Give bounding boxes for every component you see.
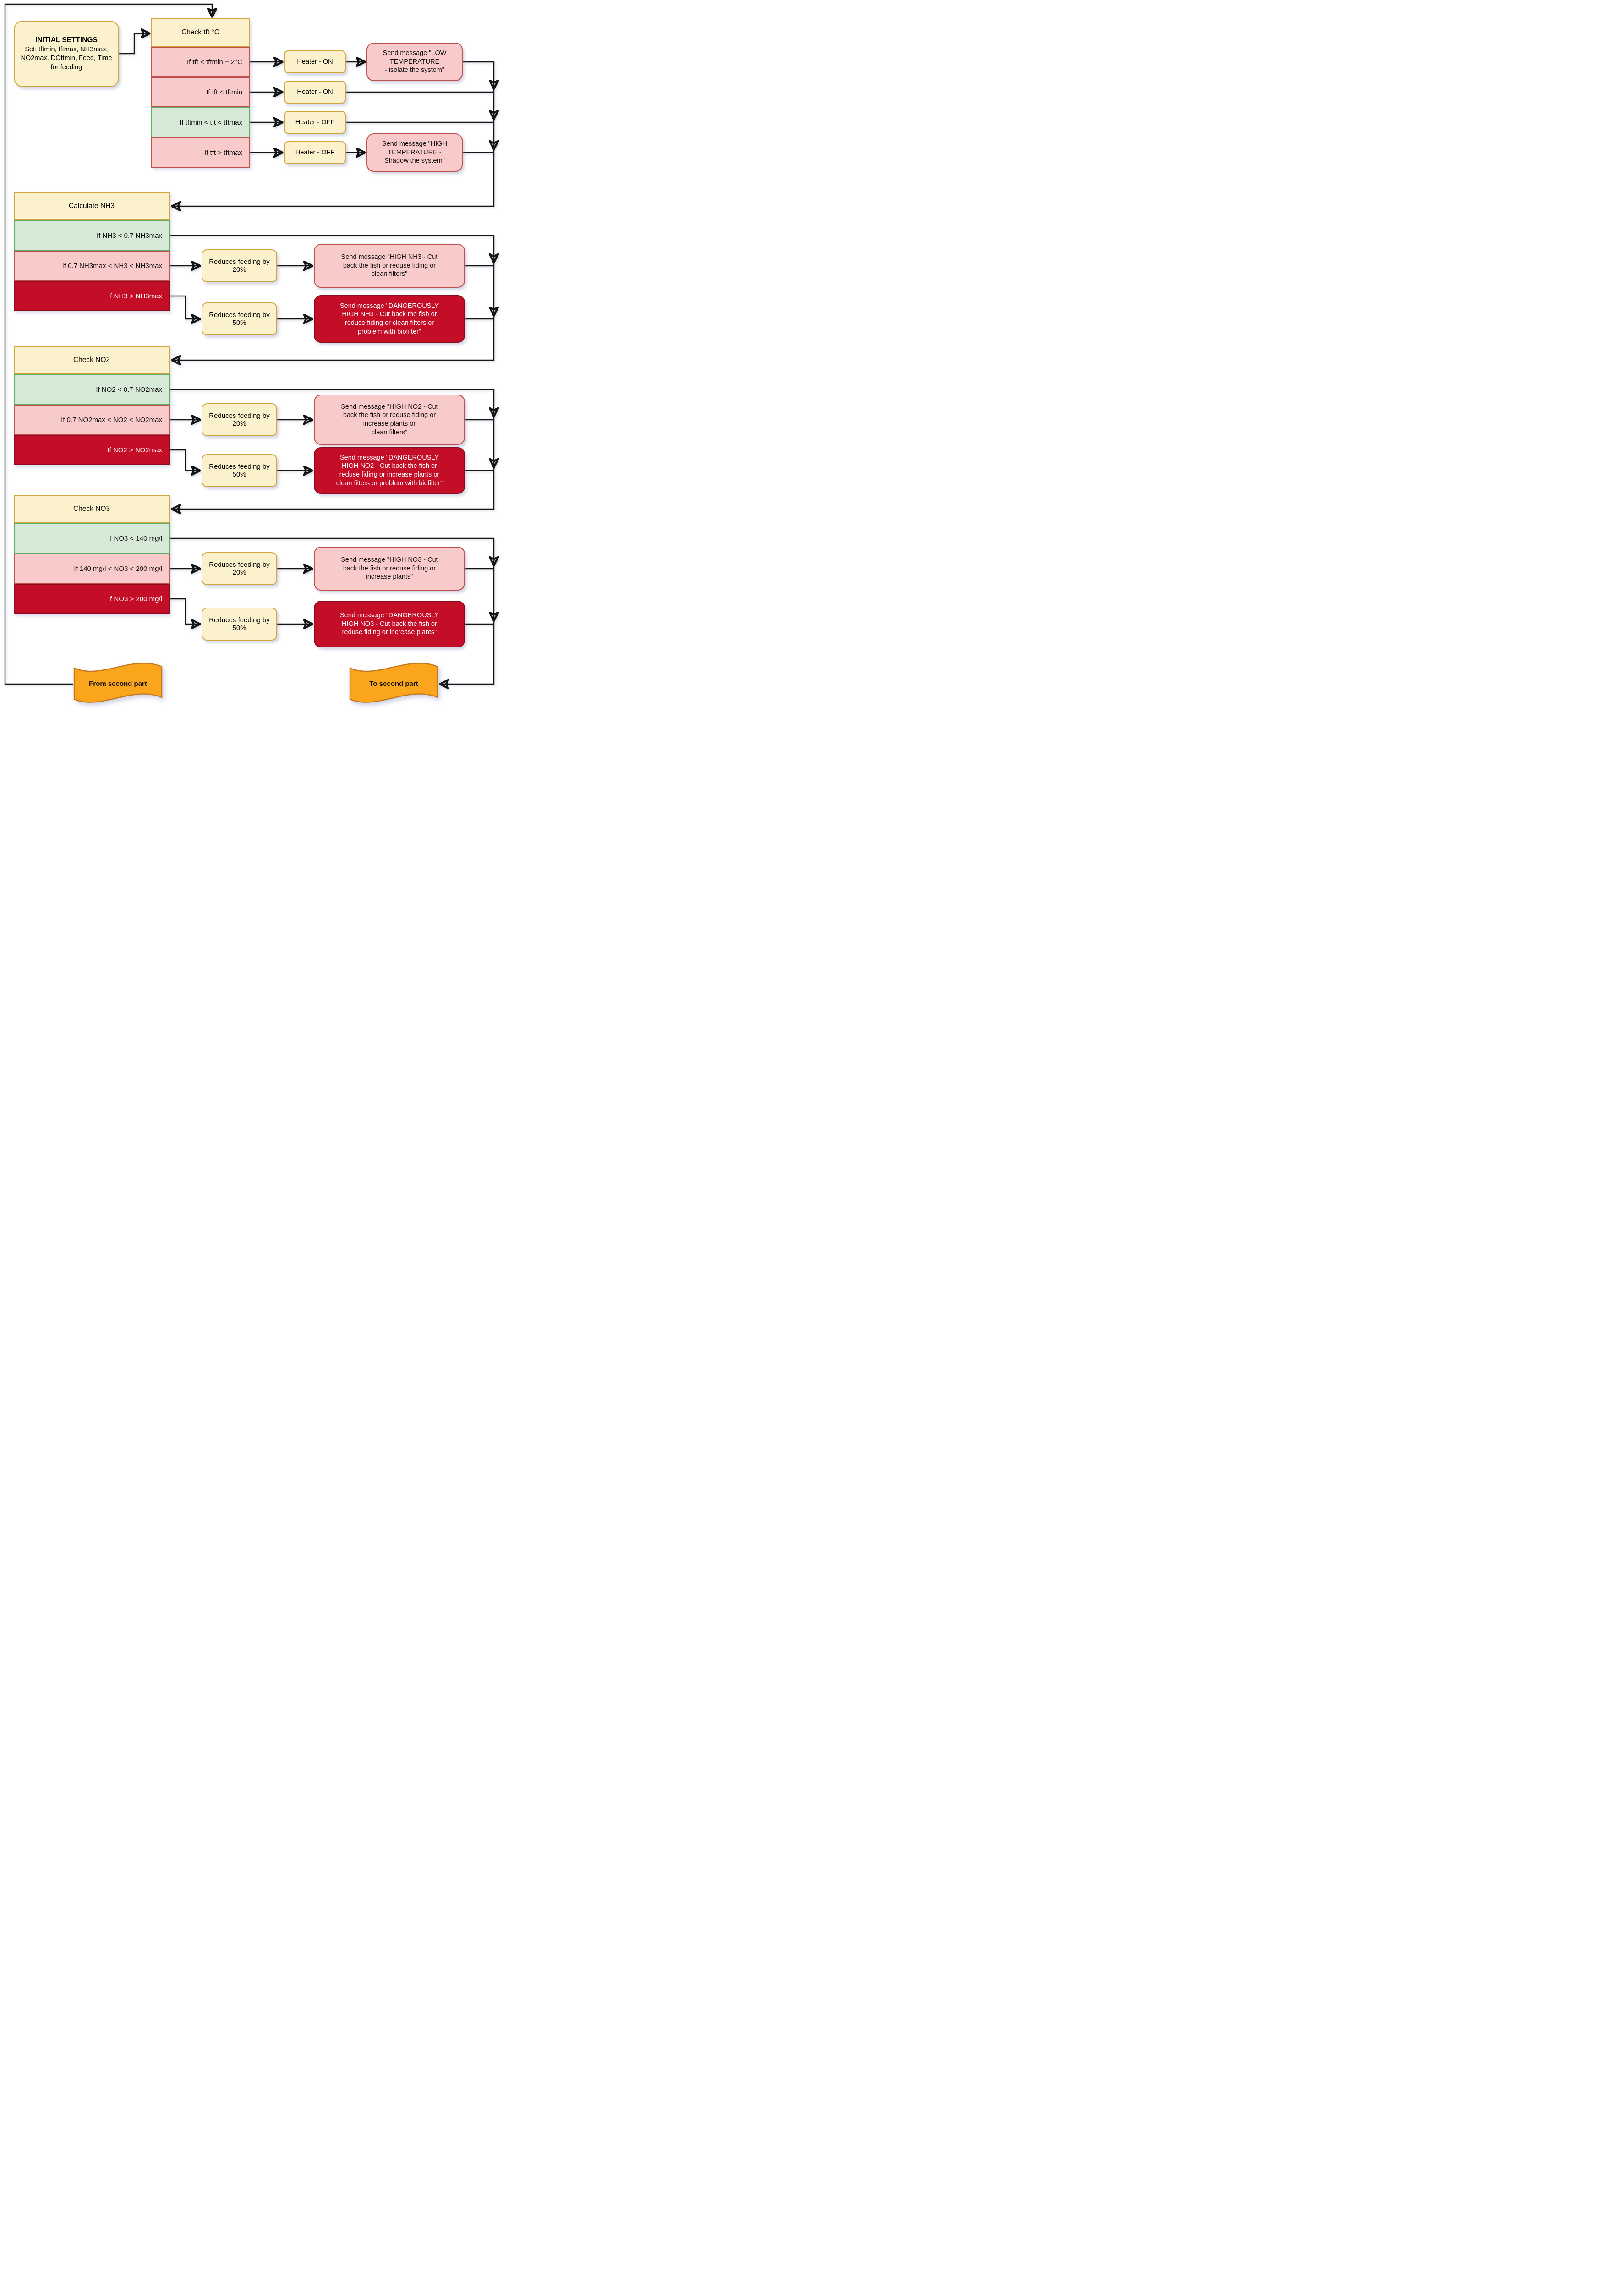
check-tft-header: Check tft °C	[151, 18, 250, 47]
tft-row-above-max: If tft > tftmax	[151, 137, 250, 168]
initial-settings-title: INITIAL SETTINGS	[35, 36, 98, 44]
no2-row-danger: If NO2 > NO2max	[14, 435, 170, 465]
no3-reduce-20-box: Reduces feeding by 20%	[202, 552, 277, 585]
no3-row-danger: If NO3 > 200 mg/l	[14, 584, 170, 614]
nh3-row-ok: If NH3 < 0.7 NH3max	[14, 220, 170, 251]
tape-shape-icon	[73, 663, 163, 703]
check-no3-header: Check NO3	[14, 495, 170, 523]
check-no2-header: Check NO2	[14, 346, 170, 374]
no3-reduce-50-box: Reduces feeding by 50%	[202, 608, 277, 641]
nh3-row-warn: If 0.7 NH3max < NH3 < NH3max	[14, 251, 170, 281]
nh3-reduce-50-box: Reduces feeding by 50%	[202, 302, 277, 335]
tft-row-below-min-2: If tft < tftmin − 2°C	[151, 47, 250, 77]
connector-layer	[4, 3, 504, 716]
to-second-part-tape: To second part	[349, 661, 438, 707]
no2-row-warn: If 0.7 NO2max < NO2 < NO2max	[14, 405, 170, 435]
no2-reduce-20-box: Reduces feeding by 20%	[202, 403, 277, 436]
no3-high-message: Send message "HIGH NO3 - Cut back the fi…	[314, 547, 465, 591]
no3-danger-message: Send message "DANGEROUSLY HIGH NO3 - Cut…	[314, 601, 465, 647]
to-second-part-label: To second part	[369, 680, 418, 688]
from-second-part-label: From second part	[89, 680, 147, 688]
no2-row-ok: If NO2 < 0.7 NO2max	[14, 374, 170, 405]
flowchart: INITIAL SETTINGS Set: tftmin, tftmax, NH…	[0, 0, 504, 716]
tft-row-below-min: If tft < tftmin	[151, 77, 250, 107]
heater-on-box-1: Heater - ON	[284, 50, 346, 73]
nh3-high-message: Send message "HIGH NH3 - Cut back the fi…	[314, 244, 465, 288]
nh3-reduce-20-box: Reduces feeding by 20%	[202, 249, 277, 282]
loop-from-second-part-line	[4, 3, 212, 685]
no2-high-message: Send message "HIGH NO2 - Cut back the fi…	[314, 395, 465, 445]
heater-off-box-1: Heater - OFF	[284, 111, 346, 134]
high-temperature-message: Send message "HIGH TEMPERATURE - Shadow …	[366, 133, 463, 172]
no3-row-warn: If 140 mg/l < NO3 < 200 mg/l	[14, 554, 170, 584]
tape-shape-icon	[349, 663, 438, 703]
initial-to-check-tft-line	[119, 33, 149, 55]
from-second-part-tape: From second part	[73, 661, 163, 707]
no2-reduce-50-box: Reduces feeding by 50%	[202, 454, 277, 487]
nh3-danger-message: Send message "DANGEROUSLY HIGH NH3 - Cut…	[314, 295, 465, 343]
heater-on-box-2: Heater - ON	[284, 81, 346, 104]
no2-danger-message: Send message "DANGEROUSLY HIGH NO2 - Cut…	[314, 447, 465, 494]
initial-settings-node: INITIAL SETTINGS Set: tftmin, tftmax, NH…	[14, 21, 119, 87]
calculate-nh3-header: Calculate NH3	[14, 192, 170, 220]
nh3-row-danger: If NH3 > NH3max	[14, 281, 170, 311]
low-temperature-message: Send message "LOW TEMPERATURE - isolate …	[366, 43, 463, 81]
tft-row-in-range: If tftmin < tft < tftmax	[151, 107, 250, 137]
initial-settings-body: Set: tftmin, tftmax, NH3max, NO2max, DOf…	[21, 45, 112, 71]
heater-off-box-2: Heater - OFF	[284, 141, 346, 164]
no3-row-ok: If NO3 < 140 mg/l	[14, 523, 170, 554]
